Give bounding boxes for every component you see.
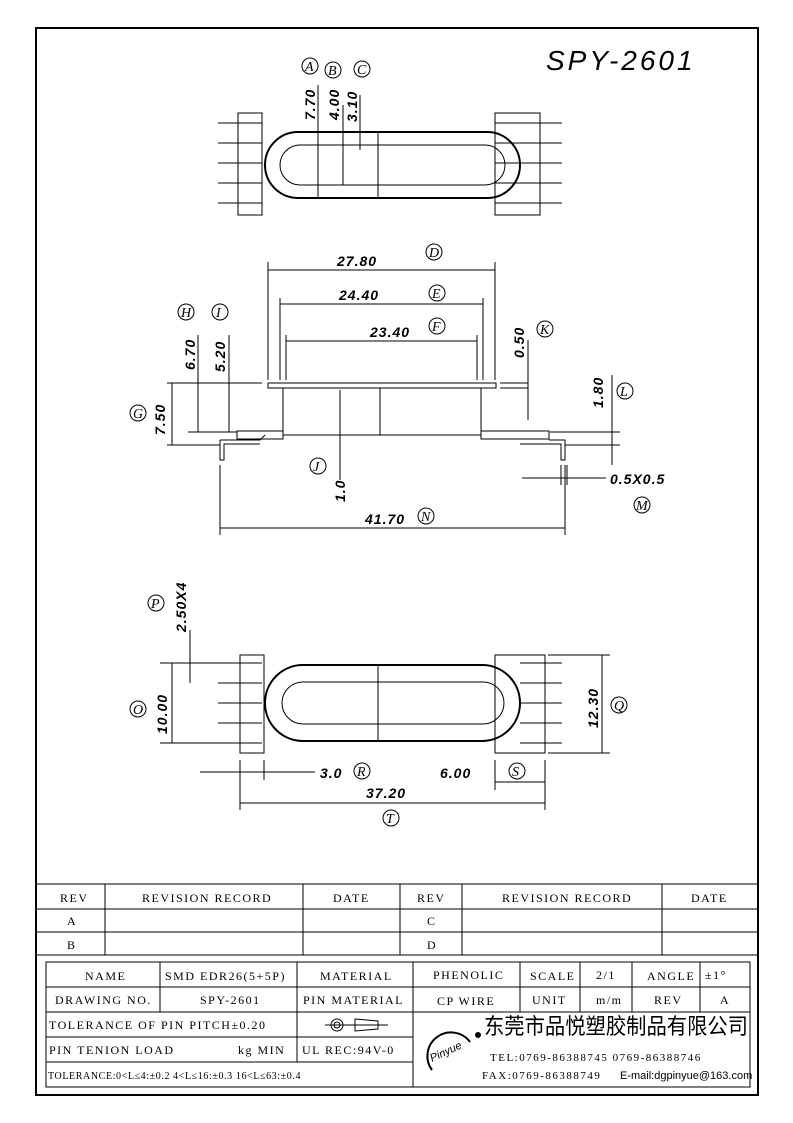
title-block: NAME SMD EDR26(5+5P) MATERIAL PHENOLIC S…	[45, 961, 752, 1088]
company-name: 东莞市品悦塑胶制品有限公司	[484, 1015, 748, 1040]
company-logo: Pinyue	[426, 1031, 481, 1071]
scale-label: SCALE	[530, 969, 576, 983]
dim-letter-L: L	[619, 385, 628, 400]
dim-letter-F: F	[431, 320, 441, 335]
drawing-no-value: SPY-2601	[200, 993, 261, 1007]
dim-letter-H: H	[180, 306, 192, 321]
rev-d: D	[427, 938, 437, 952]
dim-L-value: 1.80	[590, 377, 606, 408]
side-view: 27.80 D 24.40 E 23.40 F H I 6.70 5.20 G …	[129, 243, 665, 535]
pin-material-label: PIN MATERIAL	[303, 993, 404, 1007]
dim-letter-A: A	[304, 60, 314, 75]
dim-D-value: 27.80	[336, 253, 377, 269]
general-tolerance: TOLERANCE:0<L≤4:±0.2 4<L≤16:±0.3 16<L≤63…	[48, 1071, 301, 1082]
dim-S-value: 6.00	[440, 765, 471, 781]
name-label: NAME	[85, 969, 126, 983]
date-header: DATE	[691, 891, 728, 905]
ul-rec: UL REC:94V-0	[302, 1043, 395, 1057]
unit-label: UNIT	[532, 993, 567, 1007]
rev-a: A	[67, 914, 77, 928]
dim-E-value: 24.40	[338, 287, 379, 303]
dim-P-value: 2.50X4	[173, 582, 189, 633]
rev-b: B	[67, 938, 77, 952]
dim-Q-value: 12.30	[585, 688, 601, 728]
drawing-title: SPY-2601	[546, 45, 696, 76]
dim-H-value: 6.70	[182, 339, 198, 370]
dim-G-value: 7.50	[152, 404, 168, 435]
dim-letter-N: N	[420, 510, 431, 525]
dim-letter-P: P	[150, 597, 160, 612]
dim-letter-J: J	[313, 460, 320, 475]
dim-letter-C: C	[357, 63, 367, 78]
projection-symbol-icon	[325, 1018, 388, 1032]
material-label: MATERIAL	[320, 969, 393, 983]
unit-value: m/m	[596, 993, 623, 1007]
drawing-frame	[35, 27, 759, 1096]
rev-header: REV	[417, 891, 446, 905]
rev-label: REV	[654, 993, 683, 1007]
dim-letter-Q: Q	[614, 699, 624, 714]
dim-letter-M: M	[635, 499, 649, 514]
dim-letter-O: O	[133, 703, 143, 718]
dim-J-value: 1.0	[332, 480, 348, 502]
company-fax: FAX:0769-86388749	[482, 1070, 601, 1082]
dim-letter-G: G	[133, 407, 143, 422]
pin-load-label: PIN TENION LOAD	[49, 1043, 175, 1057]
revision-record-header: REVISION RECORD	[142, 891, 272, 905]
top-view: A B C 7.70 4.00 3.10	[218, 57, 562, 216]
company-tel: TEL:0769-86388745 0769-86388746	[490, 1052, 702, 1064]
company-email: E-mail:dgpinyue@163.com	[620, 1070, 752, 1082]
dim-T-value: 37.20	[366, 785, 406, 801]
rev-header: REV	[60, 891, 89, 905]
dim-A-value: 7.70	[302, 89, 318, 120]
logo-text: Pinyue	[428, 1040, 464, 1065]
dim-letter-T: T	[386, 812, 395, 827]
bottom-view: P 2.50X4 O 10.00 12.30 Q 3.0 R 6.00 S 37…	[129, 582, 628, 827]
pin-material-value: CP WIRE	[437, 994, 495, 1008]
rev-c: C	[427, 914, 437, 928]
pin-pitch-tolerance: TOLERANCE OF PIN PITCH±0.20	[49, 1018, 267, 1032]
angle-label: ANGLE	[647, 969, 695, 983]
dim-K-value: 0.50	[511, 327, 527, 358]
dim-letter-S: S	[512, 765, 519, 780]
revision-table: REV REVISION RECORD DATE REV REVISION RE…	[36, 883, 758, 956]
rev-value: A	[720, 993, 730, 1007]
part-name: SMD EDR26(5+5P)	[165, 969, 286, 983]
angle-value: ±1°	[705, 968, 727, 982]
drawing-no-label: DRAWING NO.	[55, 993, 152, 1007]
dim-N-value: 41.70	[364, 511, 405, 527]
dim-O-value: 10.00	[154, 694, 170, 734]
dim-R-value: 3.0	[320, 765, 342, 781]
scale-value: 2/1	[596, 968, 616, 982]
date-header: DATE	[333, 891, 370, 905]
dim-I-value: 5.20	[212, 341, 228, 372]
dim-C-value: 3.10	[344, 91, 360, 122]
dim-letter-I: I	[215, 306, 222, 321]
pin-load-unit: kg MIN	[238, 1043, 285, 1057]
dim-letter-R: R	[356, 765, 366, 780]
dim-B-value: 4.00	[326, 89, 342, 121]
dim-letter-B: B	[328, 64, 337, 79]
dim-letter-D: D	[428, 246, 439, 261]
revision-record-header: REVISION RECORD	[502, 891, 632, 905]
dim-letter-K: K	[539, 323, 550, 338]
dim-M-value: 0.5X0.5	[610, 471, 665, 487]
dim-letter-E: E	[431, 287, 441, 302]
dim-F-value: 23.40	[369, 324, 410, 340]
material-value: PHENOLIC	[433, 968, 504, 982]
